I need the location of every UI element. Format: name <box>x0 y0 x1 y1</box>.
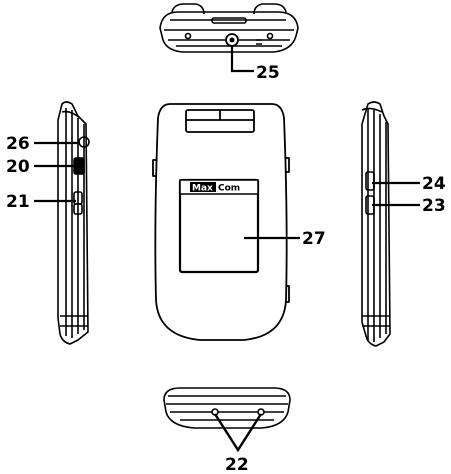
brand-logo-right: Com <box>218 184 240 194</box>
callout-label-22: 22 <box>225 455 249 474</box>
callout-label-26: 26 <box>6 134 30 154</box>
callout-line-25 <box>230 46 254 73</box>
right-side-view <box>361 101 391 347</box>
callout-label-23: 23 <box>422 196 446 216</box>
callout-label-24: 24 <box>422 174 446 194</box>
top-view <box>159 3 299 53</box>
brand-logo-left: Max <box>192 184 213 194</box>
callout-label-25: 25 <box>256 63 280 83</box>
callout-line-22 <box>213 413 263 453</box>
left-side-view <box>57 101 90 345</box>
bottom-view <box>163 387 291 429</box>
front-view <box>152 103 290 341</box>
callout-label-20: 20 <box>6 157 30 177</box>
callout-label-27: 27 <box>302 229 326 249</box>
callout-label-21: 21 <box>6 192 30 212</box>
